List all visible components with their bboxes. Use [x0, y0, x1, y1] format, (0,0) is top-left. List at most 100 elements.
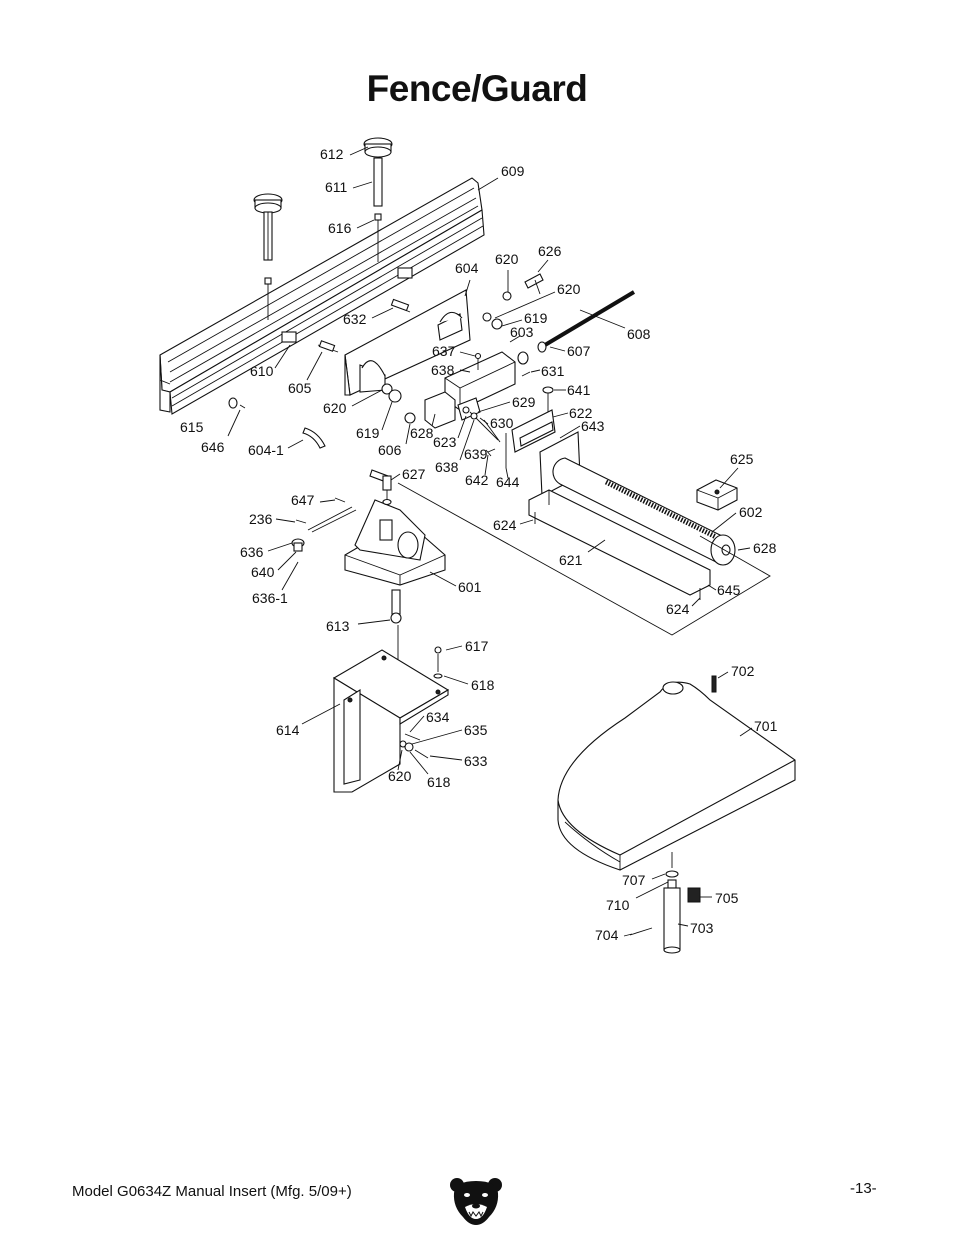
- bolts-634-633: [399, 733, 429, 759]
- plate-621: [528, 489, 711, 596]
- callout-638b: 638: [435, 459, 459, 475]
- callout-620c: 620: [323, 400, 347, 416]
- callout-621: 621: [559, 552, 583, 568]
- callout-622: 622: [569, 405, 593, 421]
- rail-clamp: [397, 267, 413, 279]
- leader-lines: [227, 146, 753, 937]
- callout-641: 641: [567, 382, 591, 398]
- callout-618: 618: [471, 677, 495, 693]
- callout-642: 642: [465, 472, 489, 488]
- callout-644: 644: [496, 474, 520, 490]
- callout-639: 639: [464, 446, 488, 462]
- screw-631: [521, 371, 531, 377]
- callout-609: 609: [501, 163, 525, 179]
- callout-647: 647: [291, 492, 315, 508]
- callout-705: 705: [715, 890, 739, 906]
- guard-cylinder: [552, 457, 736, 566]
- callout-624: 624: [493, 517, 517, 533]
- callout-604-1: 604-1: [248, 442, 284, 458]
- fence-rail: [159, 177, 485, 415]
- callout-603: 603: [510, 324, 534, 340]
- callout-628: 628: [410, 425, 434, 441]
- block-625: [696, 479, 738, 511]
- callout-616: 616: [328, 220, 352, 236]
- callout-629: 629: [512, 394, 536, 410]
- callout-646: 646: [201, 439, 225, 455]
- nut-619: [388, 389, 402, 403]
- knob-left: [253, 193, 283, 320]
- washer-620c: [502, 291, 512, 301]
- callout-638: 638: [431, 362, 455, 378]
- callout-628b: 628: [753, 540, 777, 556]
- lever-627: [369, 469, 392, 506]
- callout-602: 602: [739, 504, 763, 520]
- callout-604: 604: [455, 260, 479, 276]
- callout-626: 626: [538, 243, 562, 259]
- callout-635: 635: [464, 722, 488, 738]
- callout-labels: 612 611 609 616 620 626 604 620 632 619 …: [180, 146, 778, 943]
- callout-701: 701: [754, 718, 778, 734]
- page-title: Fence/Guard: [366, 68, 588, 109]
- pivot-703: [629, 852, 701, 954]
- fence-bracket: [344, 289, 471, 396]
- callout-620: 620: [495, 251, 519, 267]
- callout-637: 637: [432, 343, 456, 359]
- callout-610: 610: [250, 363, 274, 379]
- callout-632: 632: [343, 311, 367, 327]
- callout-614: 614: [276, 722, 300, 738]
- callout-634: 634: [426, 709, 450, 725]
- callout-630: 630: [490, 415, 514, 431]
- callout-636: 636: [240, 544, 264, 560]
- callout-624b: 624: [666, 601, 690, 617]
- bear-head-logo-icon: [450, 1178, 502, 1225]
- pin-702: [711, 675, 717, 693]
- callout-607: 607: [567, 343, 591, 359]
- lever-626: [524, 273, 544, 295]
- callout-627: 627: [402, 466, 426, 482]
- callout-236: 236: [249, 511, 273, 527]
- callout-620d: 620: [388, 768, 412, 784]
- callout-605: 605: [288, 380, 312, 396]
- callout-608: 608: [627, 326, 651, 342]
- callout-645: 645: [717, 582, 741, 598]
- rod-647: [307, 506, 353, 531]
- callout-611: 611: [325, 179, 348, 195]
- bolt-605: [317, 340, 339, 353]
- callout-625: 625: [730, 451, 754, 467]
- knob-right: [363, 137, 393, 262]
- bolt-632: [390, 298, 411, 313]
- washer-620: [381, 383, 393, 395]
- page-number: -13-: [850, 1180, 877, 1197]
- callout-623: 623: [433, 434, 457, 450]
- callout-707: 707: [622, 872, 646, 888]
- callout-640: 640: [251, 564, 275, 580]
- threaded-rod: [517, 290, 636, 365]
- callout-710: 710: [606, 897, 630, 913]
- bolts-630-639: [462, 406, 501, 453]
- knob-636: [291, 538, 305, 552]
- bracket-614: [332, 649, 450, 793]
- callout-631: 631: [541, 363, 565, 379]
- washer-620b: [482, 312, 492, 322]
- callout-619b: 619: [356, 425, 380, 441]
- callout-633: 633: [464, 753, 488, 769]
- callout-636-1: 636-1: [252, 590, 288, 606]
- callout-702: 702: [731, 663, 755, 679]
- callout-703: 703: [690, 920, 714, 936]
- callout-619: 619: [524, 310, 548, 326]
- callout-606: 606: [378, 442, 402, 458]
- footer-model: Model G0634Z Manual Insert (Mfg. 5/09+): [72, 1183, 352, 1200]
- nut-619b: [491, 318, 503, 330]
- part-606: [404, 412, 416, 424]
- callout-617: 617: [465, 638, 489, 654]
- callout-615: 615: [180, 419, 204, 435]
- callout-618b: 618: [427, 774, 451, 790]
- callout-601: 601: [458, 579, 482, 595]
- rail-clamp-610: [281, 331, 297, 343]
- callout-704: 704: [595, 927, 619, 943]
- callout-620b: 620: [557, 281, 581, 297]
- small-parts: [228, 397, 326, 449]
- base-601: [344, 499, 446, 586]
- callout-643: 643: [581, 418, 605, 434]
